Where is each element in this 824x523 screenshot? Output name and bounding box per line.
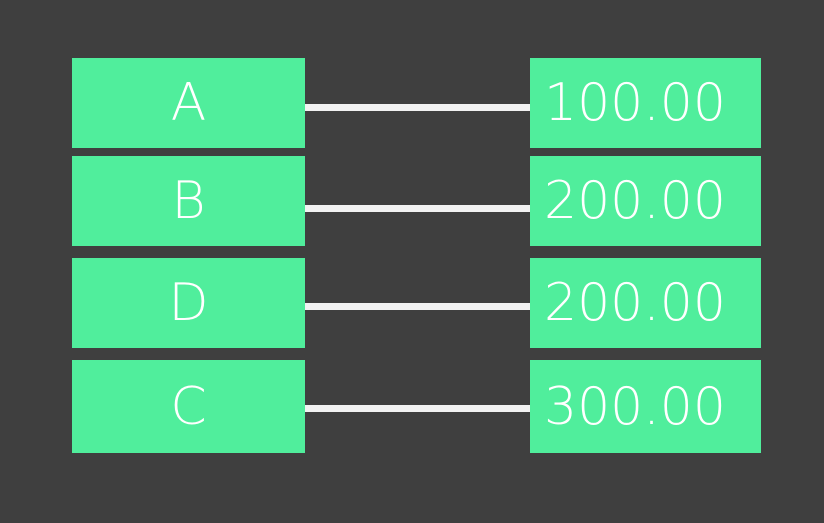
- node-value-200a-label: 200.00: [544, 171, 726, 231]
- link-b-200[interactable]: [305, 205, 530, 212]
- node-c-label: C: [170, 376, 207, 437]
- node-value-100-label: 100.00: [544, 73, 726, 133]
- node-a[interactable]: A: [72, 58, 305, 148]
- link-d-200[interactable]: [305, 303, 530, 310]
- node-value-200a[interactable]: 200.00: [530, 156, 761, 246]
- node-value-100[interactable]: 100.00: [530, 58, 761, 148]
- node-d-label: D: [168, 273, 209, 333]
- link-a-100[interactable]: [305, 104, 530, 111]
- link-c-300[interactable]: [305, 405, 530, 412]
- node-a-label: A: [170, 73, 207, 133]
- node-value-300[interactable]: 300.00: [530, 360, 761, 453]
- node-value-200b-label: 200.00: [544, 273, 726, 333]
- node-b[interactable]: B: [72, 156, 305, 246]
- node-value-300-label: 300.00: [544, 376, 726, 437]
- node-b-label: B: [171, 171, 206, 231]
- node-d[interactable]: D: [72, 258, 305, 348]
- node-c[interactable]: C: [72, 360, 305, 453]
- node-value-200b[interactable]: 200.00: [530, 258, 761, 348]
